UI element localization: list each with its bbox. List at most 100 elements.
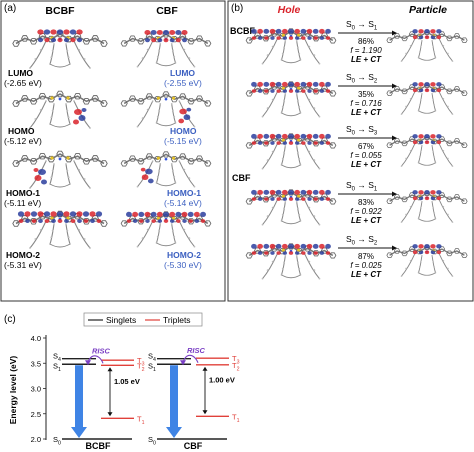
transition-label-5: S0 → S2: [346, 234, 378, 247]
bcbf-emission-arrow: [71, 365, 87, 438]
bcbf-lumo-orbital: [12, 29, 108, 69]
bcbf-diagram-label: BCBF: [86, 441, 111, 451]
bcbf-triplet-label-2: T2: [137, 361, 145, 373]
orbital-images: [12, 29, 212, 249]
panel-b-frame: [227, 0, 474, 302]
bcbf-lumo-energy: (-2.65 eV): [4, 78, 42, 88]
cbf-gap-label: 1.00 eV: [209, 376, 235, 385]
transition-type-3: LE + CT: [351, 160, 382, 169]
transition-arrowhead-5: [392, 245, 397, 251]
cbf-lumo-energy: (-2.55 eV): [164, 78, 202, 88]
cbf-homo1-orbital: [120, 151, 212, 188]
col-header-bcbf: BCBF: [45, 5, 75, 17]
particle-orbital-2: [386, 82, 468, 115]
hole-orbital-2: [245, 81, 337, 118]
bcbf-gap-arrowhead-top: [107, 367, 113, 372]
y-tick-label-3: 3.5: [31, 359, 41, 368]
bcbf-homo-label: HOMO: [8, 126, 35, 136]
bcbf-gap-arrowhead-bottom: [107, 412, 113, 417]
transition-pct-4: 83%: [358, 198, 374, 207]
particle-orbital-5: [386, 244, 468, 277]
particle-orbital-3: [386, 134, 468, 167]
bcbf-lumo-label: LUMO: [8, 68, 33, 78]
y-tick-label-4: 4.0: [31, 334, 41, 343]
cbf-lumo-label: LUMO: [170, 68, 195, 78]
cbf-emission-arrow: [166, 365, 182, 438]
cbf-homo2-orbital: [120, 211, 212, 248]
y-tick-label-0: 2.0: [31, 435, 41, 444]
bcbf-triplet-label-3: T3: [137, 356, 145, 368]
cbf-risc-arrowhead: [180, 360, 186, 366]
cbf-risc-label: RISC: [187, 346, 206, 355]
transition-f-1: f = 1.190: [350, 46, 382, 55]
legend-singlets: Singlets: [106, 315, 136, 325]
cbf-lumo-orbital: [120, 30, 212, 68]
panel-b-label: (b): [231, 3, 243, 14]
bcbf-homo1-label: HOMO-1: [6, 188, 40, 198]
legend-box: [83, 312, 203, 327]
bcbf-singlet-label-4: S4: [53, 352, 61, 364]
cbf-triplet-label-3: T3: [232, 354, 240, 366]
transition-arrowhead-1: [392, 30, 397, 36]
particle-orbital-4: [386, 190, 468, 223]
panel-c-label: (c): [4, 314, 16, 325]
bcbf-singlet-label-1: S1: [53, 361, 61, 373]
bcbf-singlet-label-0: S0: [53, 435, 61, 447]
transition-label-1: S0 → S1: [346, 19, 378, 32]
transition-label-3: S0 → S3: [346, 124, 378, 137]
cbf-singlet-label-0: S0: [148, 435, 156, 447]
transition-f-2: f = 0.716: [350, 99, 382, 108]
cbf-homo1-label: HOMO-1: [167, 188, 201, 198]
transition-arrowhead-2: [392, 83, 397, 89]
y-axis-label: Energy level (eV): [8, 356, 18, 425]
transition-pct-1: 86%: [358, 37, 374, 46]
hole-orbital-4: [245, 189, 337, 226]
cbf-gap-arrowhead-top: [202, 366, 208, 371]
legend-triplets: Triplets: [163, 315, 191, 325]
transition-type-4: LE + CT: [351, 216, 382, 225]
transition-type-1: LE + CT: [351, 55, 382, 64]
cbf-singlet-label-1: S1: [148, 361, 156, 373]
energy-diagram: Singlets Triplets 2.02.53.03.54.0 Energy…: [8, 312, 240, 451]
bcbf-homo2-orbital: [12, 210, 108, 249]
panel-a-label: (a): [4, 3, 16, 14]
transition-pct-3: 67%: [358, 142, 374, 151]
cbf-homo1-energy: (-5.14 eV): [164, 198, 202, 208]
transition-f-5: f = 0.025: [350, 261, 382, 270]
cbf-homo-label: HOMO: [170, 126, 197, 136]
panel-a-frame: [0, 0, 226, 302]
bcbf-homo-energy: (-5.12 eV): [4, 136, 42, 146]
bcbf-homo-orbital: [12, 90, 108, 129]
cbf-diagram-label: CBF: [184, 441, 203, 451]
cbf-singlet-label-4: S4: [148, 352, 156, 364]
hole-orbital-1: [245, 28, 337, 65]
hole-orbital-3: [245, 133, 337, 170]
transition-label-4: S0 → S1: [346, 180, 378, 193]
bcbf-triplet-label-1: T1: [137, 414, 145, 426]
cbf-triplet-label-2: T2: [232, 361, 240, 373]
transition-arrowhead-3: [392, 135, 397, 141]
bcbf-homo1-energy: (-5.11 eV): [4, 198, 41, 208]
transition-type-2: LE + CT: [351, 108, 382, 117]
cbf-homo-energy: (-5.15 eV): [164, 136, 202, 146]
bcbf-homo2-energy: (-5.31 eV): [4, 260, 42, 270]
bcbf-gap-label: 1.05 eV: [114, 377, 140, 386]
y-tick-label-2: 3.0: [31, 385, 41, 394]
cbf-homo-orbital: [120, 91, 212, 128]
transition-label-2: S0 → S2: [346, 72, 378, 85]
bcbf-homo2-label: HOMO-2: [6, 250, 40, 260]
hole-orbital-5: [245, 243, 337, 280]
transition-f-3: f = 0.055: [350, 151, 382, 160]
col-header-cbf: CBF: [156, 5, 178, 17]
bcbf-homo1-orbital: [12, 150, 108, 189]
cbf-triplet-label-1: T1: [232, 412, 240, 424]
bcbf-risc-arrow: [87, 355, 104, 364]
particle-orbital-1: [386, 29, 468, 62]
transition-pct-5: 87%: [358, 252, 374, 261]
cbf-gap-arrowhead-bottom: [202, 410, 208, 415]
transition-f-4: f = 0.922: [350, 207, 382, 216]
bcbf-risc-label: RISC: [92, 346, 111, 355]
group-label-cbf: CBF: [232, 173, 251, 183]
